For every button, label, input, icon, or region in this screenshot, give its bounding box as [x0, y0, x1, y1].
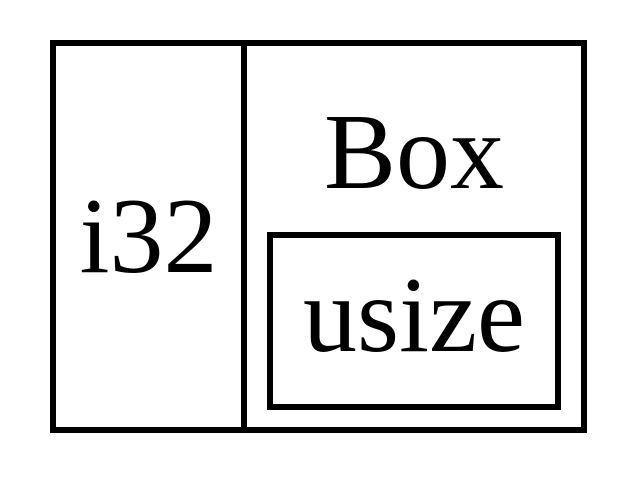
i32-label: i32 [79, 177, 218, 296]
usize-inner-box [267, 232, 561, 410]
cell-divider [241, 40, 247, 433]
box-label: Box [323, 93, 505, 212]
tuple-outer-box [50, 40, 587, 433]
usize-label: usize [303, 256, 525, 375]
